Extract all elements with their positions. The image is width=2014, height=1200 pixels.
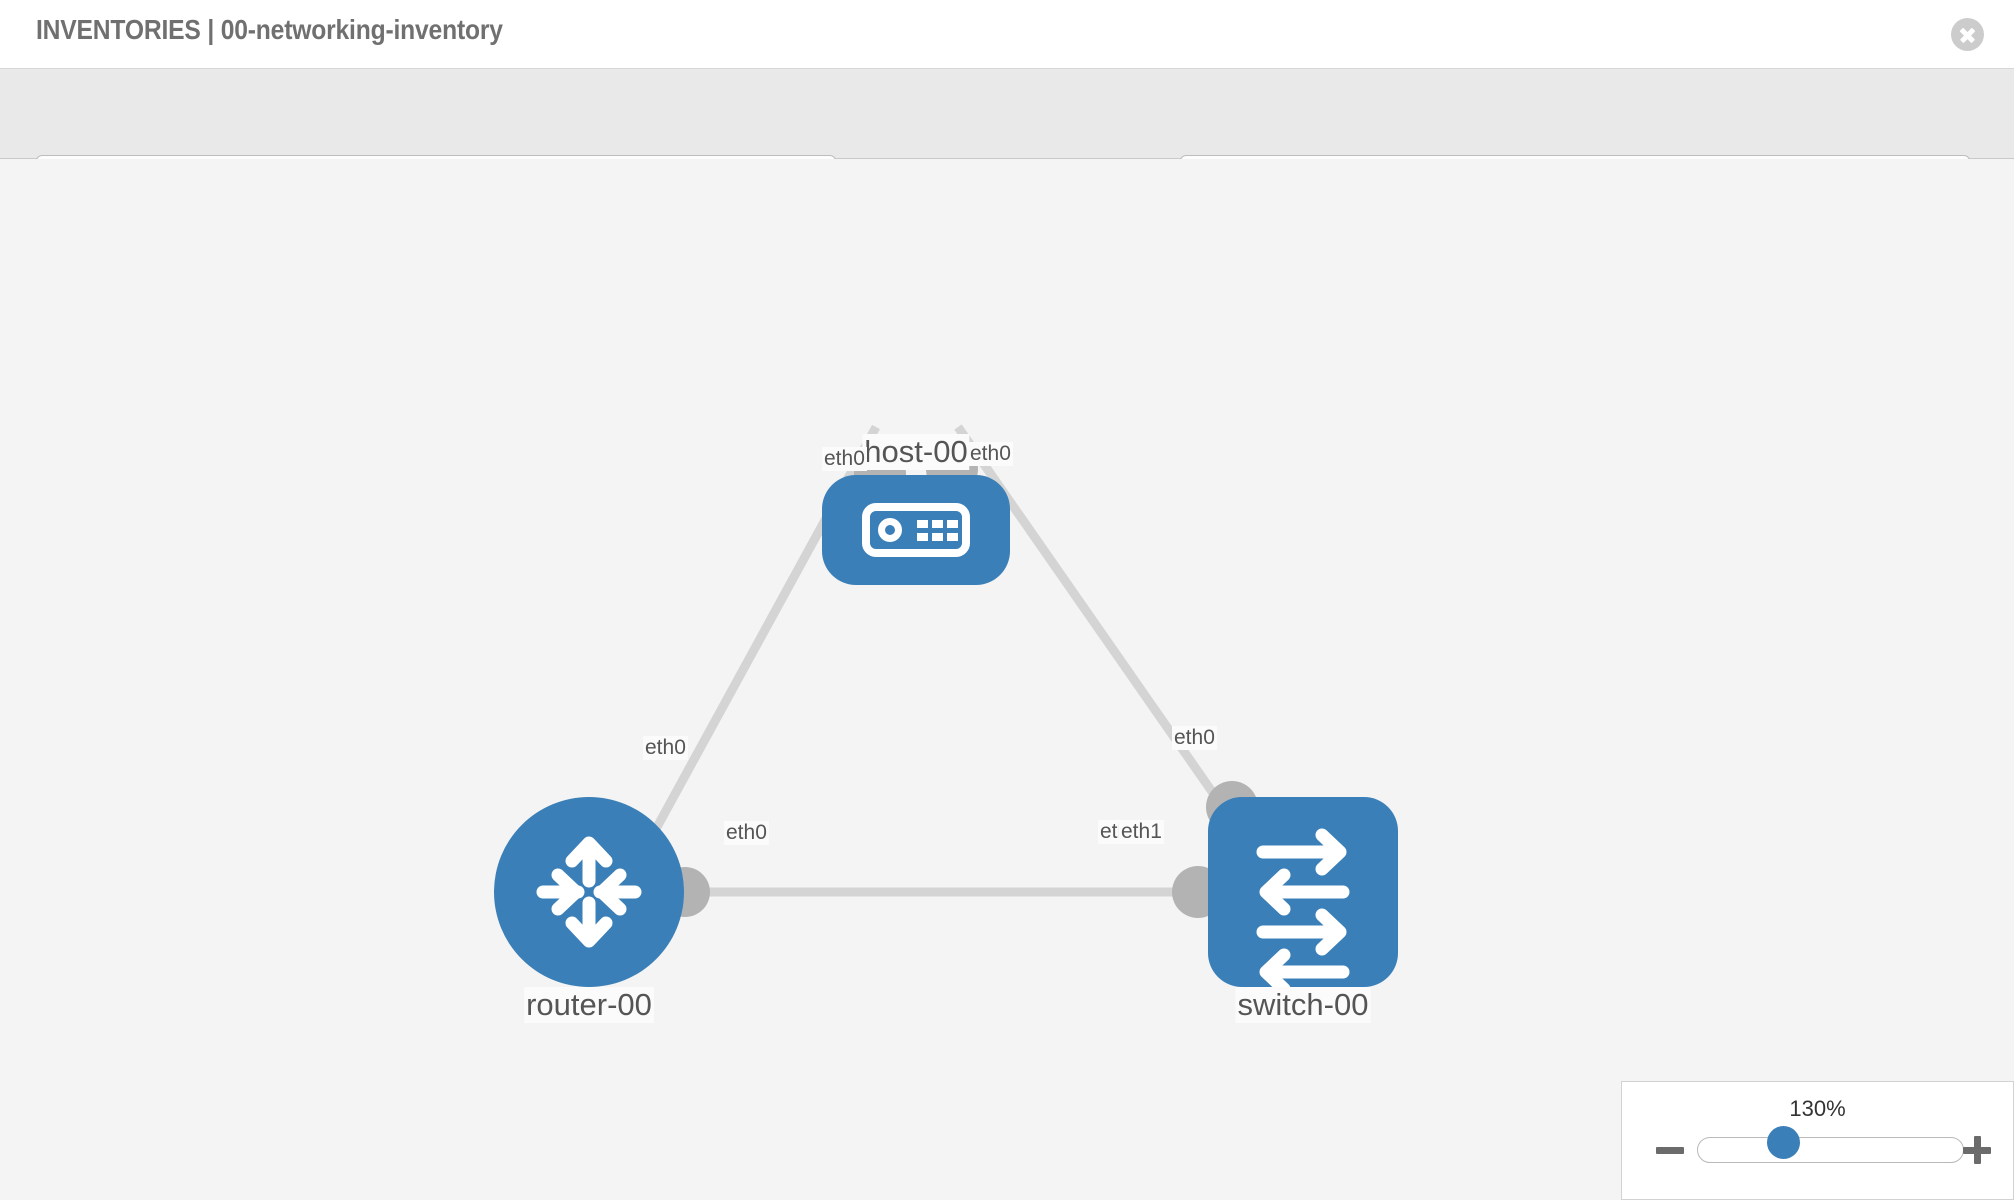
- zoom-slider-thumb[interactable]: [1767, 1126, 1800, 1159]
- interface-label-router00-eth0: eth0: [724, 821, 769, 845]
- close-icon[interactable]: [1951, 18, 1984, 51]
- interface-label-router00-uplink: eth0: [643, 736, 688, 760]
- interface-label-switch00-uplink: eth0: [1172, 726, 1217, 750]
- switch-icon: [1256, 828, 1350, 996]
- node-label-switch-00: switch-00: [1235, 987, 1371, 1023]
- node-switch-00[interactable]: [1208, 797, 1398, 996]
- node-host-00[interactable]: [822, 475, 1010, 585]
- topology-canvas[interactable]: host-00 router-00 switch-00 eth0 eth0 et…: [0, 159, 2014, 1200]
- zoom-control-panel: 130%: [1621, 1081, 2014, 1200]
- zoom-in-button[interactable]: [1961, 1134, 1993, 1166]
- node-label-host-00: host-00: [862, 434, 970, 470]
- host-icon: [862, 503, 970, 557]
- zoom-slider-track[interactable]: [1697, 1137, 1964, 1163]
- topology-graph: [494, 424, 1398, 996]
- zoom-out-button[interactable]: [1654, 1134, 1686, 1166]
- interface-label-switch00-eth1: eth1: [1119, 820, 1164, 844]
- topology-toolbar: ACTIONS SEARCH: [0, 69, 2014, 212]
- interface-label-host00-left: eth0: [822, 447, 867, 471]
- node-router-00[interactable]: [494, 797, 684, 987]
- router-icon: [536, 836, 642, 948]
- page-title: INVENTORIES | 00-networking-inventory: [36, 14, 503, 45]
- interface-label-host00-right: eth0: [968, 442, 1013, 466]
- node-label-router-00: router-00: [524, 987, 654, 1023]
- zoom-level-value: 130%: [1789, 1096, 1846, 1121]
- page-header: INVENTORIES | 00-networking-inventory: [0, 0, 2014, 69]
